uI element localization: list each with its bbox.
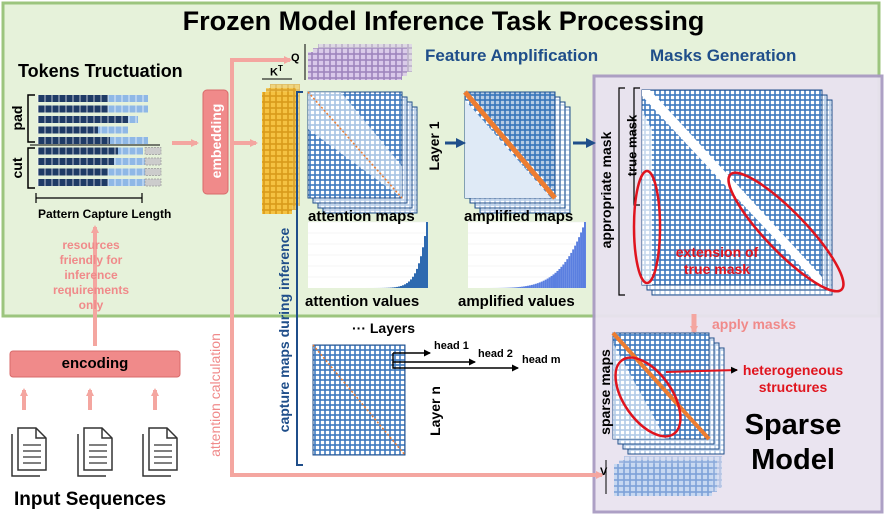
pattern-capture-length-label: Pattern Capture Length	[38, 207, 171, 221]
document-icon	[143, 428, 177, 476]
amplified-values-plot	[468, 222, 586, 288]
kt-matrix	[262, 84, 300, 214]
main-title: Frozen Model Inference Task Processing	[0, 6, 887, 37]
layer1-label: Layer 1	[426, 116, 442, 176]
k-letter: K	[270, 67, 278, 79]
q-label: Q	[291, 52, 300, 64]
headm-label: head m	[522, 354, 561, 366]
head2-label: head 2	[478, 348, 513, 360]
attention-values-plot	[308, 222, 428, 288]
amplified-values-label: amplified values	[458, 293, 575, 310]
attention-values-label: attention values	[305, 293, 419, 310]
resNote-line-1: friendly for	[26, 253, 156, 268]
sparse-maps-label: sparse maps	[597, 347, 613, 437]
input-sequences-label: Input Sequences	[14, 489, 166, 511]
tokens-truncation-heading: Tokens Tructuation	[18, 61, 183, 82]
extNote-line-0: extension of	[662, 244, 772, 261]
doc-to-encoding-arrows	[24, 390, 155, 410]
amplified-maps-stack	[465, 92, 570, 213]
sparse-model-label: Sparse Model	[738, 408, 848, 478]
layern-label: Layer n	[427, 381, 443, 441]
feature-amplification-heading: Feature Amplification	[425, 46, 598, 66]
document-icon	[12, 428, 46, 476]
hetNote-line-0: heterogeneous	[738, 362, 848, 379]
appropriate-mask-label: appropriate mask	[598, 120, 614, 260]
q-matrix	[308, 44, 412, 80]
resNote-line-0: resources	[26, 238, 156, 253]
more-layers-label: ··· Layers	[352, 320, 415, 336]
hetNote-line-1: structures	[738, 379, 848, 396]
kt-label: KT	[270, 64, 283, 79]
pad-label: pad	[9, 103, 25, 133]
resNote-line-2: inference	[26, 268, 156, 283]
resNote-line-4: only	[26, 298, 156, 313]
embedding-label: embedding	[208, 98, 224, 184]
layer-n-map	[313, 345, 405, 455]
attention-maps-label: attention maps	[308, 208, 415, 225]
capture-maps-label: capture maps during inference	[276, 200, 292, 460]
masks-generation-heading: Masks Generation	[650, 46, 796, 66]
token-rows	[30, 95, 161, 186]
attention-maps-stack	[308, 92, 417, 213]
apply-masks-label: apply masks	[712, 316, 796, 332]
extNote-line-1: true mask	[662, 261, 772, 278]
true-mask-label: true mask	[625, 106, 640, 186]
input-document-icons	[12, 428, 177, 476]
document-icon	[78, 428, 112, 476]
v-matrix	[614, 456, 722, 496]
t-superscript: T	[278, 64, 283, 73]
v-label: V	[600, 466, 607, 478]
encoding-label: encoding	[10, 355, 180, 372]
head1-label: head 1	[434, 340, 469, 352]
cut-label: cut	[9, 153, 25, 183]
resNote-line-3: requirements	[26, 283, 156, 298]
amplified-maps-label: amplified maps	[464, 208, 573, 225]
attention-calculation-label: attention calculation	[207, 315, 223, 475]
